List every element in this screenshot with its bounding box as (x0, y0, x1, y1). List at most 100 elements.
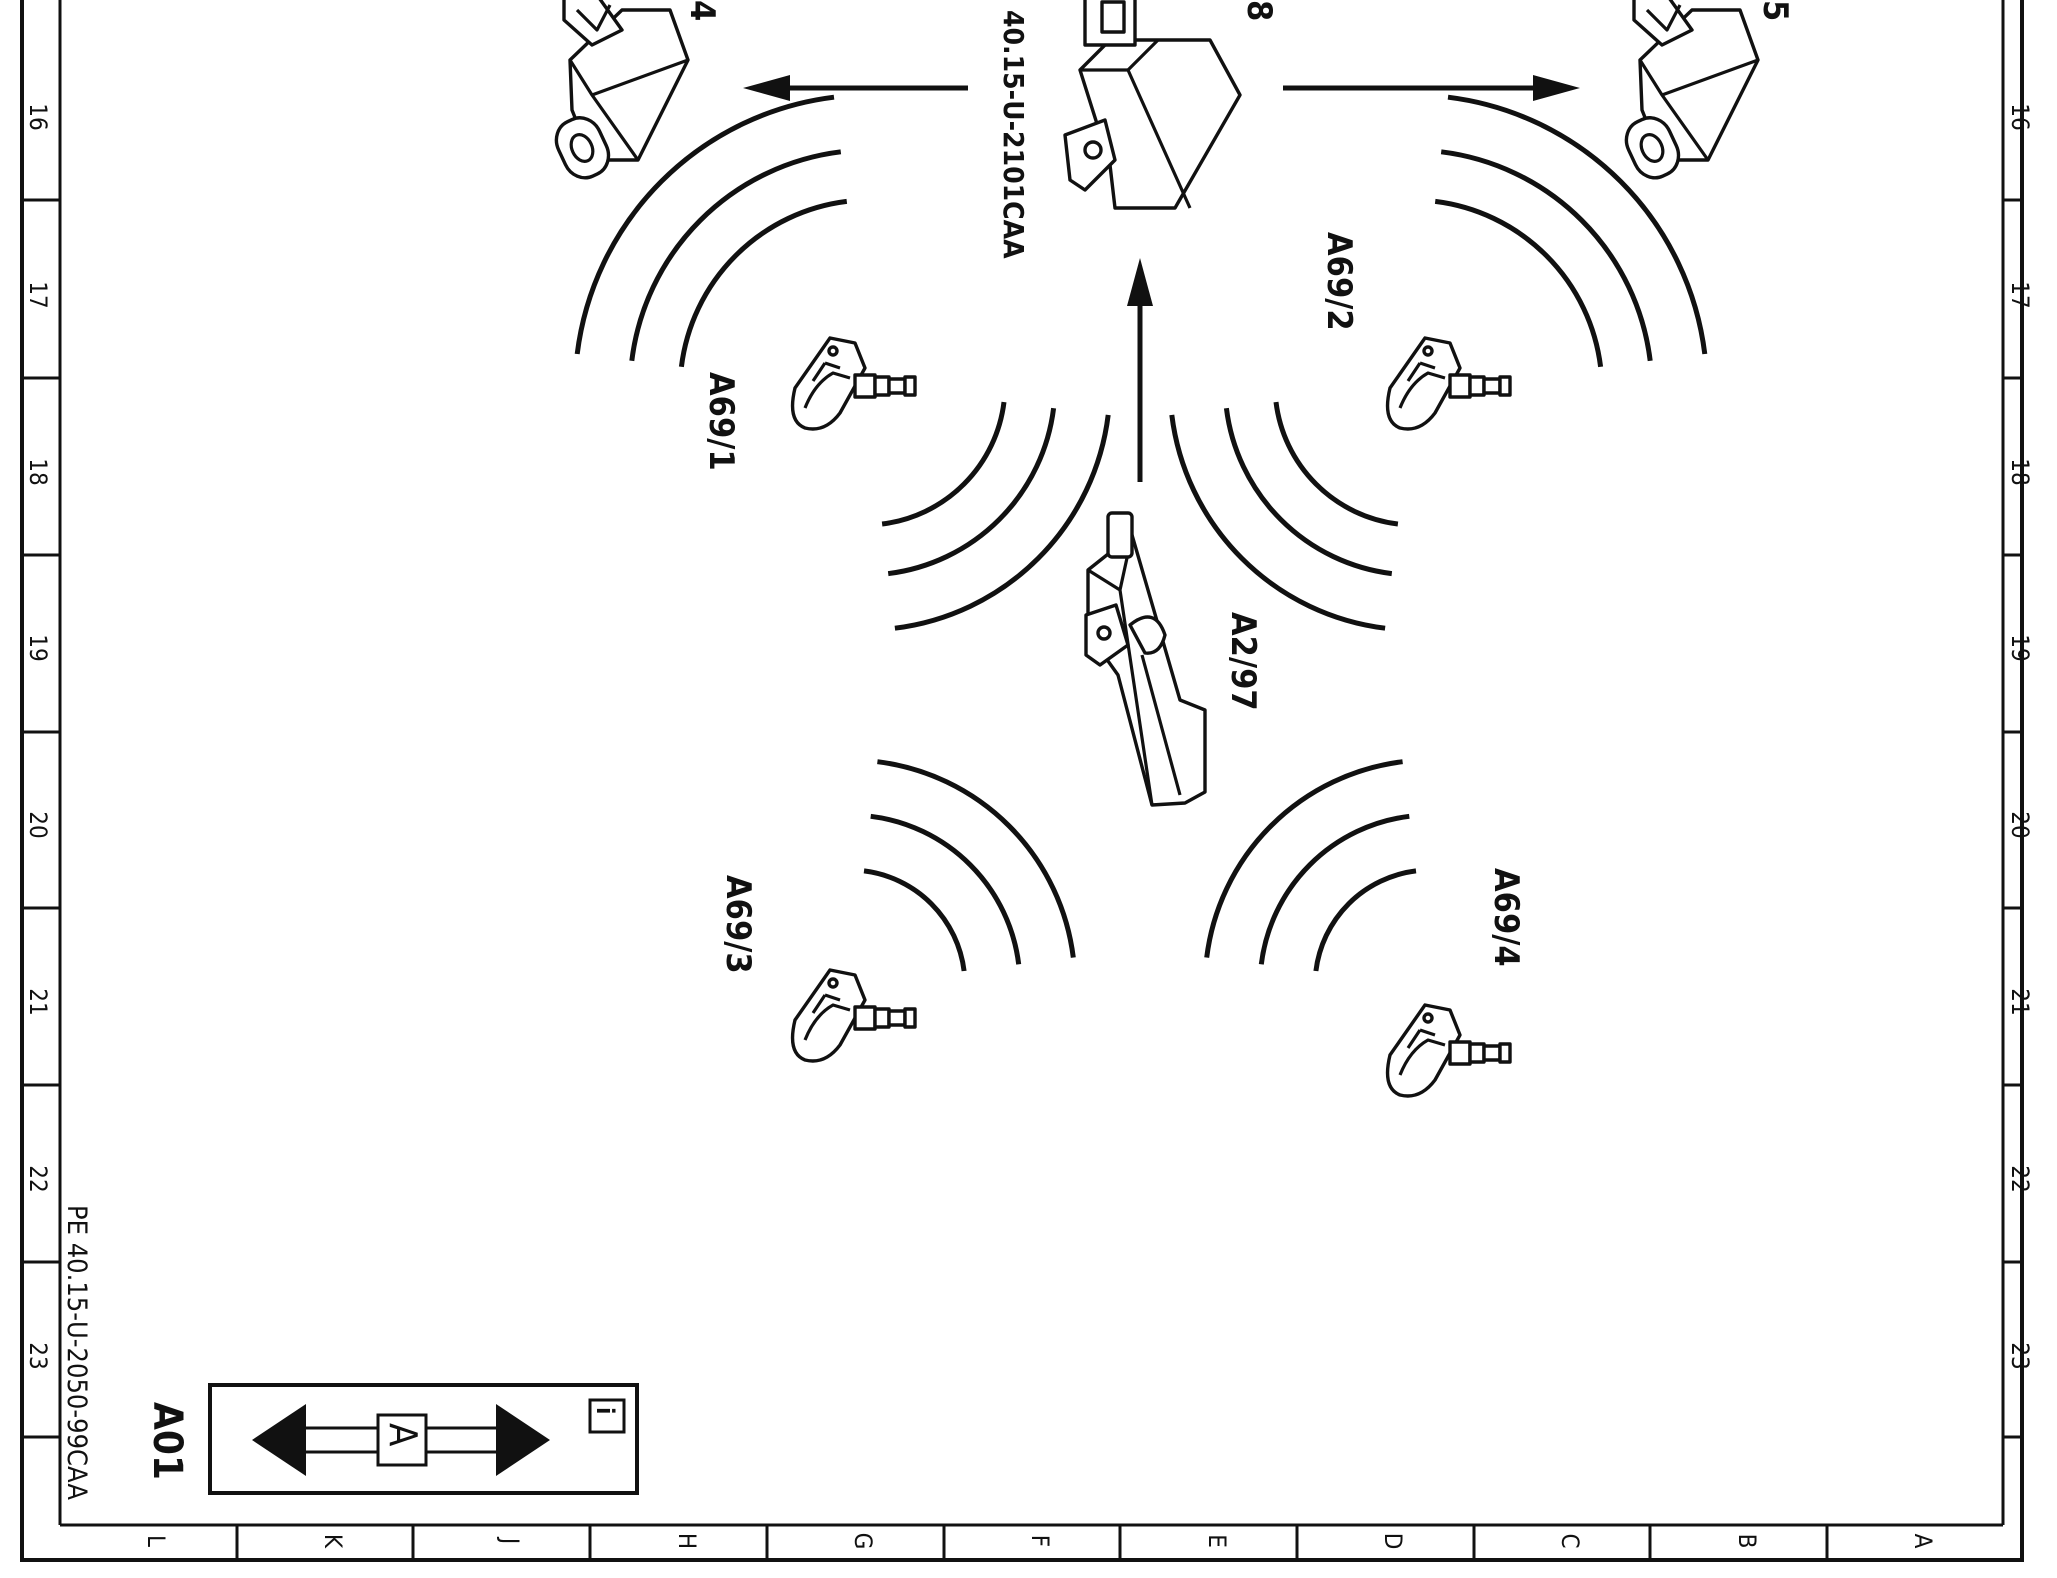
sensor-a69-2 (1385, 336, 1512, 431)
sensor-a69-3 (790, 968, 917, 1063)
sensor-body (1385, 336, 1462, 431)
sensor-valve-base (853, 373, 877, 399)
legend-letter-box (376, 1413, 428, 1467)
waves-sensor-1-arc (881, 401, 1007, 527)
antenna-a2-97 (1084, 511, 1207, 807)
arrow-to-control-unit (1127, 258, 1153, 482)
arrow-to-right-receiver (1283, 75, 1580, 101)
outer-border (20, 0, 2024, 1562)
document-reference: PE 40.15-U-2050-99CAA (61, 1205, 92, 1500)
row-labels-left: 16 17 18 19 20 21 22 23 (24, 103, 52, 1369)
row-label-16-left: 16 (24, 103, 52, 130)
control-unit-label: 8 (1239, 0, 1279, 21)
sensor-body (1385, 1003, 1462, 1098)
sensor-screw (827, 345, 839, 357)
info-symbol: i (591, 1407, 619, 1414)
radio-waves (574, 94, 1708, 972)
sensor-body-edge (803, 1003, 851, 1041)
sensor-valve-stem (1482, 1044, 1502, 1062)
sensor-a69-1 (790, 336, 917, 431)
legend-arrow-left (252, 1404, 306, 1476)
column-label-f: F (1026, 1535, 1054, 1547)
sensor-screw (1422, 1012, 1434, 1024)
sensor-body (790, 968, 867, 1063)
sensor-valve-stem (887, 377, 907, 395)
sensor-a69-4-label: A69/4 (1486, 868, 1526, 967)
sensor-valve-base (853, 1005, 877, 1031)
sheet-label: A01 (144, 1402, 190, 1480)
antenna-label: A2/97 (1223, 612, 1263, 711)
legend-box: A i (208, 1383, 639, 1495)
row-label-23-right: 23 (2006, 1342, 2034, 1369)
row-label-17-left: 17 (24, 281, 52, 308)
row-label-16-right: 16 (2006, 103, 2034, 130)
sensor-body-edge (1398, 371, 1446, 409)
sheet-frame (20, 0, 2024, 1562)
sensor-valve-stem (1482, 377, 1502, 395)
row-label-17-right: 17 (2006, 281, 2034, 308)
waves-from-antenna-right-arc (1204, 759, 1403, 958)
waves-toward-receiver-4-arc (678, 198, 848, 368)
waves-from-antenna-right-arc (1258, 813, 1410, 965)
waves-toward-receiver-4-arc (629, 149, 842, 362)
receiver-4 (554, 0, 690, 180)
sensor-a69-3-label: A69/3 (718, 875, 758, 974)
waves-sensor-2-arc (1169, 414, 1386, 631)
sensor-valve-cap (1498, 375, 1512, 397)
waves-from-antenna-left-arc (877, 759, 1076, 958)
row-label-22-left: 22 (24, 1165, 52, 1192)
sensor-body-detail (1406, 361, 1436, 382)
sensor-a69-4 (1385, 1003, 1512, 1098)
row-label-20-right: 20 (2006, 811, 2034, 838)
waves-from-antenna-left-arc (863, 868, 967, 972)
row-label-22-right: 22 (2006, 1165, 2034, 1192)
sensor-valve-cap (903, 1007, 917, 1029)
column-label-e: E (1203, 1534, 1231, 1548)
waves-toward-receiver-4-arc (574, 94, 835, 355)
column-ticks (235, 1525, 1829, 1560)
sensor-valve-base (1448, 1040, 1472, 1066)
sensor-valve-nut (873, 375, 891, 397)
legend-letter: A (381, 1423, 425, 1447)
column-label-l: L (142, 1535, 170, 1547)
sensor-screw (827, 977, 839, 989)
column-label-d: D (1379, 1533, 1407, 1550)
row-ticks (22, 198, 2022, 1439)
sensor-body (790, 336, 867, 431)
sensor-body-edge (1398, 1038, 1446, 1076)
sensor-valve-cap (903, 375, 917, 397)
sensor-valve-nut (873, 1007, 891, 1029)
column-labels: L K J H G F E D C B A (142, 1533, 1937, 1550)
waves-from-antenna-left-arc (870, 813, 1022, 965)
sensor-valve-nut (1468, 1042, 1486, 1064)
column-label-a: A (1909, 1534, 1937, 1549)
sensor-valve-cap (1498, 1042, 1512, 1064)
waves-toward-receiver-5-arc (1434, 198, 1604, 368)
column-label-h: H (673, 1533, 701, 1549)
arrow-to-left-receiver (743, 75, 968, 101)
row-labels-right: 16 17 18 19 20 21 22 23 (2006, 103, 2034, 1369)
row-label-19-left: 19 (24, 634, 52, 661)
sensor-body-detail (811, 993, 841, 1014)
receiver-5-label: 5 (1755, 0, 1795, 21)
row-label-21-left: 21 (24, 988, 52, 1015)
receiver-4-label: 4 (682, 0, 722, 21)
row-label-20-left: 20 (24, 811, 52, 838)
sensor-a69-1-label: A69/1 (701, 372, 741, 471)
waves-sensor-2-arc (1273, 401, 1399, 527)
waves-sensor-1-arc (894, 414, 1111, 631)
sensor-body-edge (803, 371, 851, 409)
sensor-body-detail (811, 361, 841, 382)
sensor-valve-nut (1468, 375, 1486, 397)
row-label-18-left: 18 (24, 458, 52, 485)
row-label-19-right: 19 (2006, 634, 2034, 661)
signal-arrows (743, 75, 1580, 482)
sensor-body-detail (1406, 1028, 1436, 1049)
waves-toward-receiver-5-arc (1447, 94, 1708, 355)
sensor-valve-stem (887, 1009, 907, 1027)
control-unit-reference: 40.15-U-2101CAA (997, 10, 1030, 259)
column-label-k: K (319, 1534, 347, 1549)
row-label-21-right: 21 (2006, 988, 2034, 1015)
